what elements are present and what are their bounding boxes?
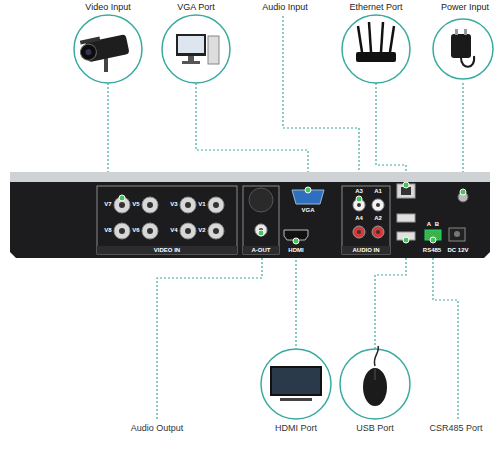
callout-label: CSR485 Port: [429, 424, 482, 434]
callout-label: HDMI Port: [275, 424, 317, 434]
port-label: V5: [132, 201, 139, 208]
port-label: DC 12V: [447, 247, 468, 254]
router-icon: [356, 22, 396, 62]
port-label: A1: [374, 188, 382, 195]
port-label: A2: [374, 215, 382, 222]
bnc-centers: [119, 202, 219, 234]
port-label: V8: [104, 227, 111, 234]
computer-icon: [176, 34, 219, 64]
port-label: RS485: [423, 247, 441, 254]
icon-circles: [74, 15, 493, 419]
port-label: A: [427, 221, 431, 228]
port-label: HDMI: [288, 247, 303, 254]
camera-icon: [78, 31, 130, 72]
port-label: V2: [198, 227, 205, 234]
connection-dots: [119, 182, 466, 244]
port-label: AUDIO IN: [353, 247, 380, 254]
port-label: A3: [355, 188, 363, 195]
port-label: VGA: [301, 207, 314, 214]
usb-port: [397, 214, 415, 222]
callout-label: Audio Input: [262, 3, 308, 13]
callout-label: Power Input: [441, 3, 489, 13]
port-label: VIDEO IN: [154, 247, 180, 254]
dc-jack: [449, 228, 465, 241]
rca-out: [255, 224, 267, 236]
port-label: V3: [170, 201, 177, 208]
port-label: A-OUT: [252, 247, 271, 254]
dc-pin: [454, 231, 460, 237]
monitor-icon: [270, 366, 322, 401]
port-label: V6: [132, 227, 139, 234]
port-label: V1: [198, 201, 205, 208]
callout-label: Audio Output: [131, 424, 184, 434]
callout-label: USB Port: [356, 424, 394, 434]
callout-label: VGA Port: [177, 3, 215, 13]
port-label: B: [435, 221, 439, 228]
audio-rca: [353, 199, 384, 238]
mouse-icon: [363, 346, 387, 406]
dvr-back-panel: [10, 172, 490, 258]
callout-label: Video Input: [85, 3, 130, 13]
knob: [249, 188, 273, 212]
port-label: V4: [170, 227, 177, 234]
port-label: V7: [104, 201, 111, 208]
power-adapter-icon: [451, 29, 474, 67]
port-label: A4: [355, 215, 363, 222]
callout-label: Ethernet Port: [349, 3, 402, 13]
bnc-connectors: [114, 197, 224, 239]
